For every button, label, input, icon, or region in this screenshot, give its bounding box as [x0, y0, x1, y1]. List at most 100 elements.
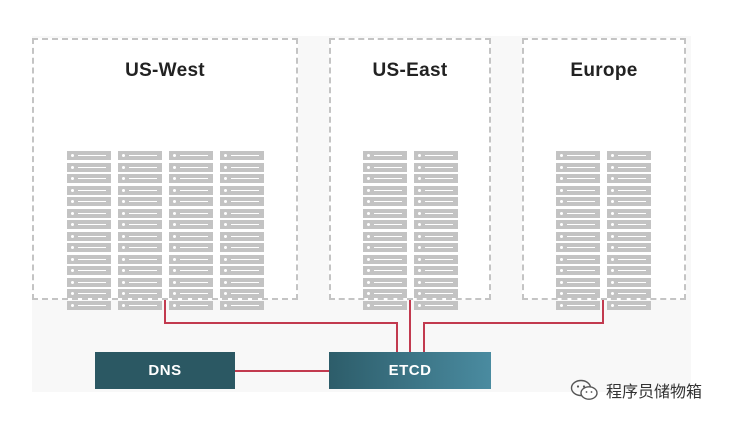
server-unit: [67, 255, 111, 264]
server-unit: [556, 301, 600, 310]
server-unit: [220, 301, 264, 310]
region-us-west: US-West: [32, 38, 298, 310]
server-unit: [169, 278, 213, 287]
etcd-label: ETCD: [388, 362, 432, 379]
server-unit: [220, 197, 264, 206]
server-unit: [220, 266, 264, 275]
server-unit: [607, 301, 651, 310]
server-unit: [556, 232, 600, 241]
region-title: US-East: [372, 60, 448, 81]
server-unit: [169, 243, 213, 252]
server-unit: [556, 186, 600, 195]
server-unit: [607, 289, 651, 298]
server-unit: [169, 209, 213, 218]
server-unit: [67, 186, 111, 195]
server-unit: [607, 151, 651, 160]
server-unit: [414, 209, 458, 218]
server-unit: [607, 197, 651, 206]
server-unit: [414, 243, 458, 252]
server-unit: [118, 209, 162, 218]
server-unit: [363, 209, 407, 218]
server-unit: [556, 278, 600, 287]
server-unit: [220, 220, 264, 229]
server-unit: [118, 174, 162, 183]
server-unit: [118, 278, 162, 287]
server-unit: [414, 255, 458, 264]
server-unit: [118, 301, 162, 310]
server-unit: [118, 266, 162, 275]
server-unit: [414, 163, 458, 172]
server-unit: [220, 209, 264, 218]
server-unit: [556, 289, 600, 298]
server-unit: [414, 174, 458, 183]
server-unit: [607, 243, 651, 252]
server-unit: [118, 197, 162, 206]
server-unit: [556, 220, 600, 229]
server-unit: [169, 174, 213, 183]
server-unit: [556, 151, 600, 160]
server-unit: [556, 243, 600, 252]
server-unit: [414, 266, 458, 275]
server-unit: [118, 163, 162, 172]
region-us-east: US-East: [329, 38, 491, 310]
server-unit: [169, 220, 213, 229]
server-unit: [220, 186, 264, 195]
server-unit: [414, 186, 458, 195]
server-unit: [556, 266, 600, 275]
watermark-text: 程序员储物箱: [606, 384, 703, 401]
server-unit: [220, 278, 264, 287]
server-unit: [67, 278, 111, 287]
watermark: 程序员储物箱: [570, 378, 702, 402]
server-unit: [67, 289, 111, 298]
server-unit: [169, 289, 213, 298]
server-unit: [118, 243, 162, 252]
server-unit: [169, 232, 213, 241]
server-unit: [607, 220, 651, 229]
server-unit: [556, 163, 600, 172]
region-europe: Europe: [522, 38, 686, 310]
server-unit: [607, 255, 651, 264]
server-unit: [67, 243, 111, 252]
server-unit: [414, 151, 458, 160]
server-unit: [220, 289, 264, 298]
server-unit: [363, 220, 407, 229]
server-unit: [414, 232, 458, 241]
server-unit: [607, 232, 651, 241]
server-unit: [363, 255, 407, 264]
us-west-to-etcd-line: [164, 300, 398, 352]
server-unit: [118, 186, 162, 195]
server-unit: [169, 163, 213, 172]
server-unit: [363, 278, 407, 287]
server-unit: [607, 266, 651, 275]
server-unit: [363, 301, 407, 310]
server-unit: [607, 278, 651, 287]
server-unit: [118, 255, 162, 264]
server-unit: [67, 220, 111, 229]
server-unit: [169, 301, 213, 310]
server-unit: [363, 289, 407, 298]
wechat-icon: [570, 379, 598, 400]
server-unit: [67, 301, 111, 310]
server-unit: [220, 243, 264, 252]
server-unit: [363, 174, 407, 183]
server-unit: [414, 289, 458, 298]
dns-box: DNS: [95, 352, 235, 389]
dns-label: DNS: [148, 362, 182, 379]
server-unit: [169, 266, 213, 275]
server-unit: [67, 197, 111, 206]
server-unit: [363, 151, 407, 160]
server-unit: [363, 266, 407, 275]
server-unit: [67, 232, 111, 241]
server-unit: [118, 220, 162, 229]
server-unit: [414, 220, 458, 229]
region-title: Europe: [570, 60, 638, 81]
europe-to-etcd-line: [423, 300, 604, 352]
server-unit: [118, 232, 162, 241]
server-unit: [220, 151, 264, 160]
server-unit: [414, 301, 458, 310]
server-unit: [556, 209, 600, 218]
server-unit: [169, 197, 213, 206]
server-unit: [607, 174, 651, 183]
server-unit: [556, 255, 600, 264]
server-unit: [556, 174, 600, 183]
